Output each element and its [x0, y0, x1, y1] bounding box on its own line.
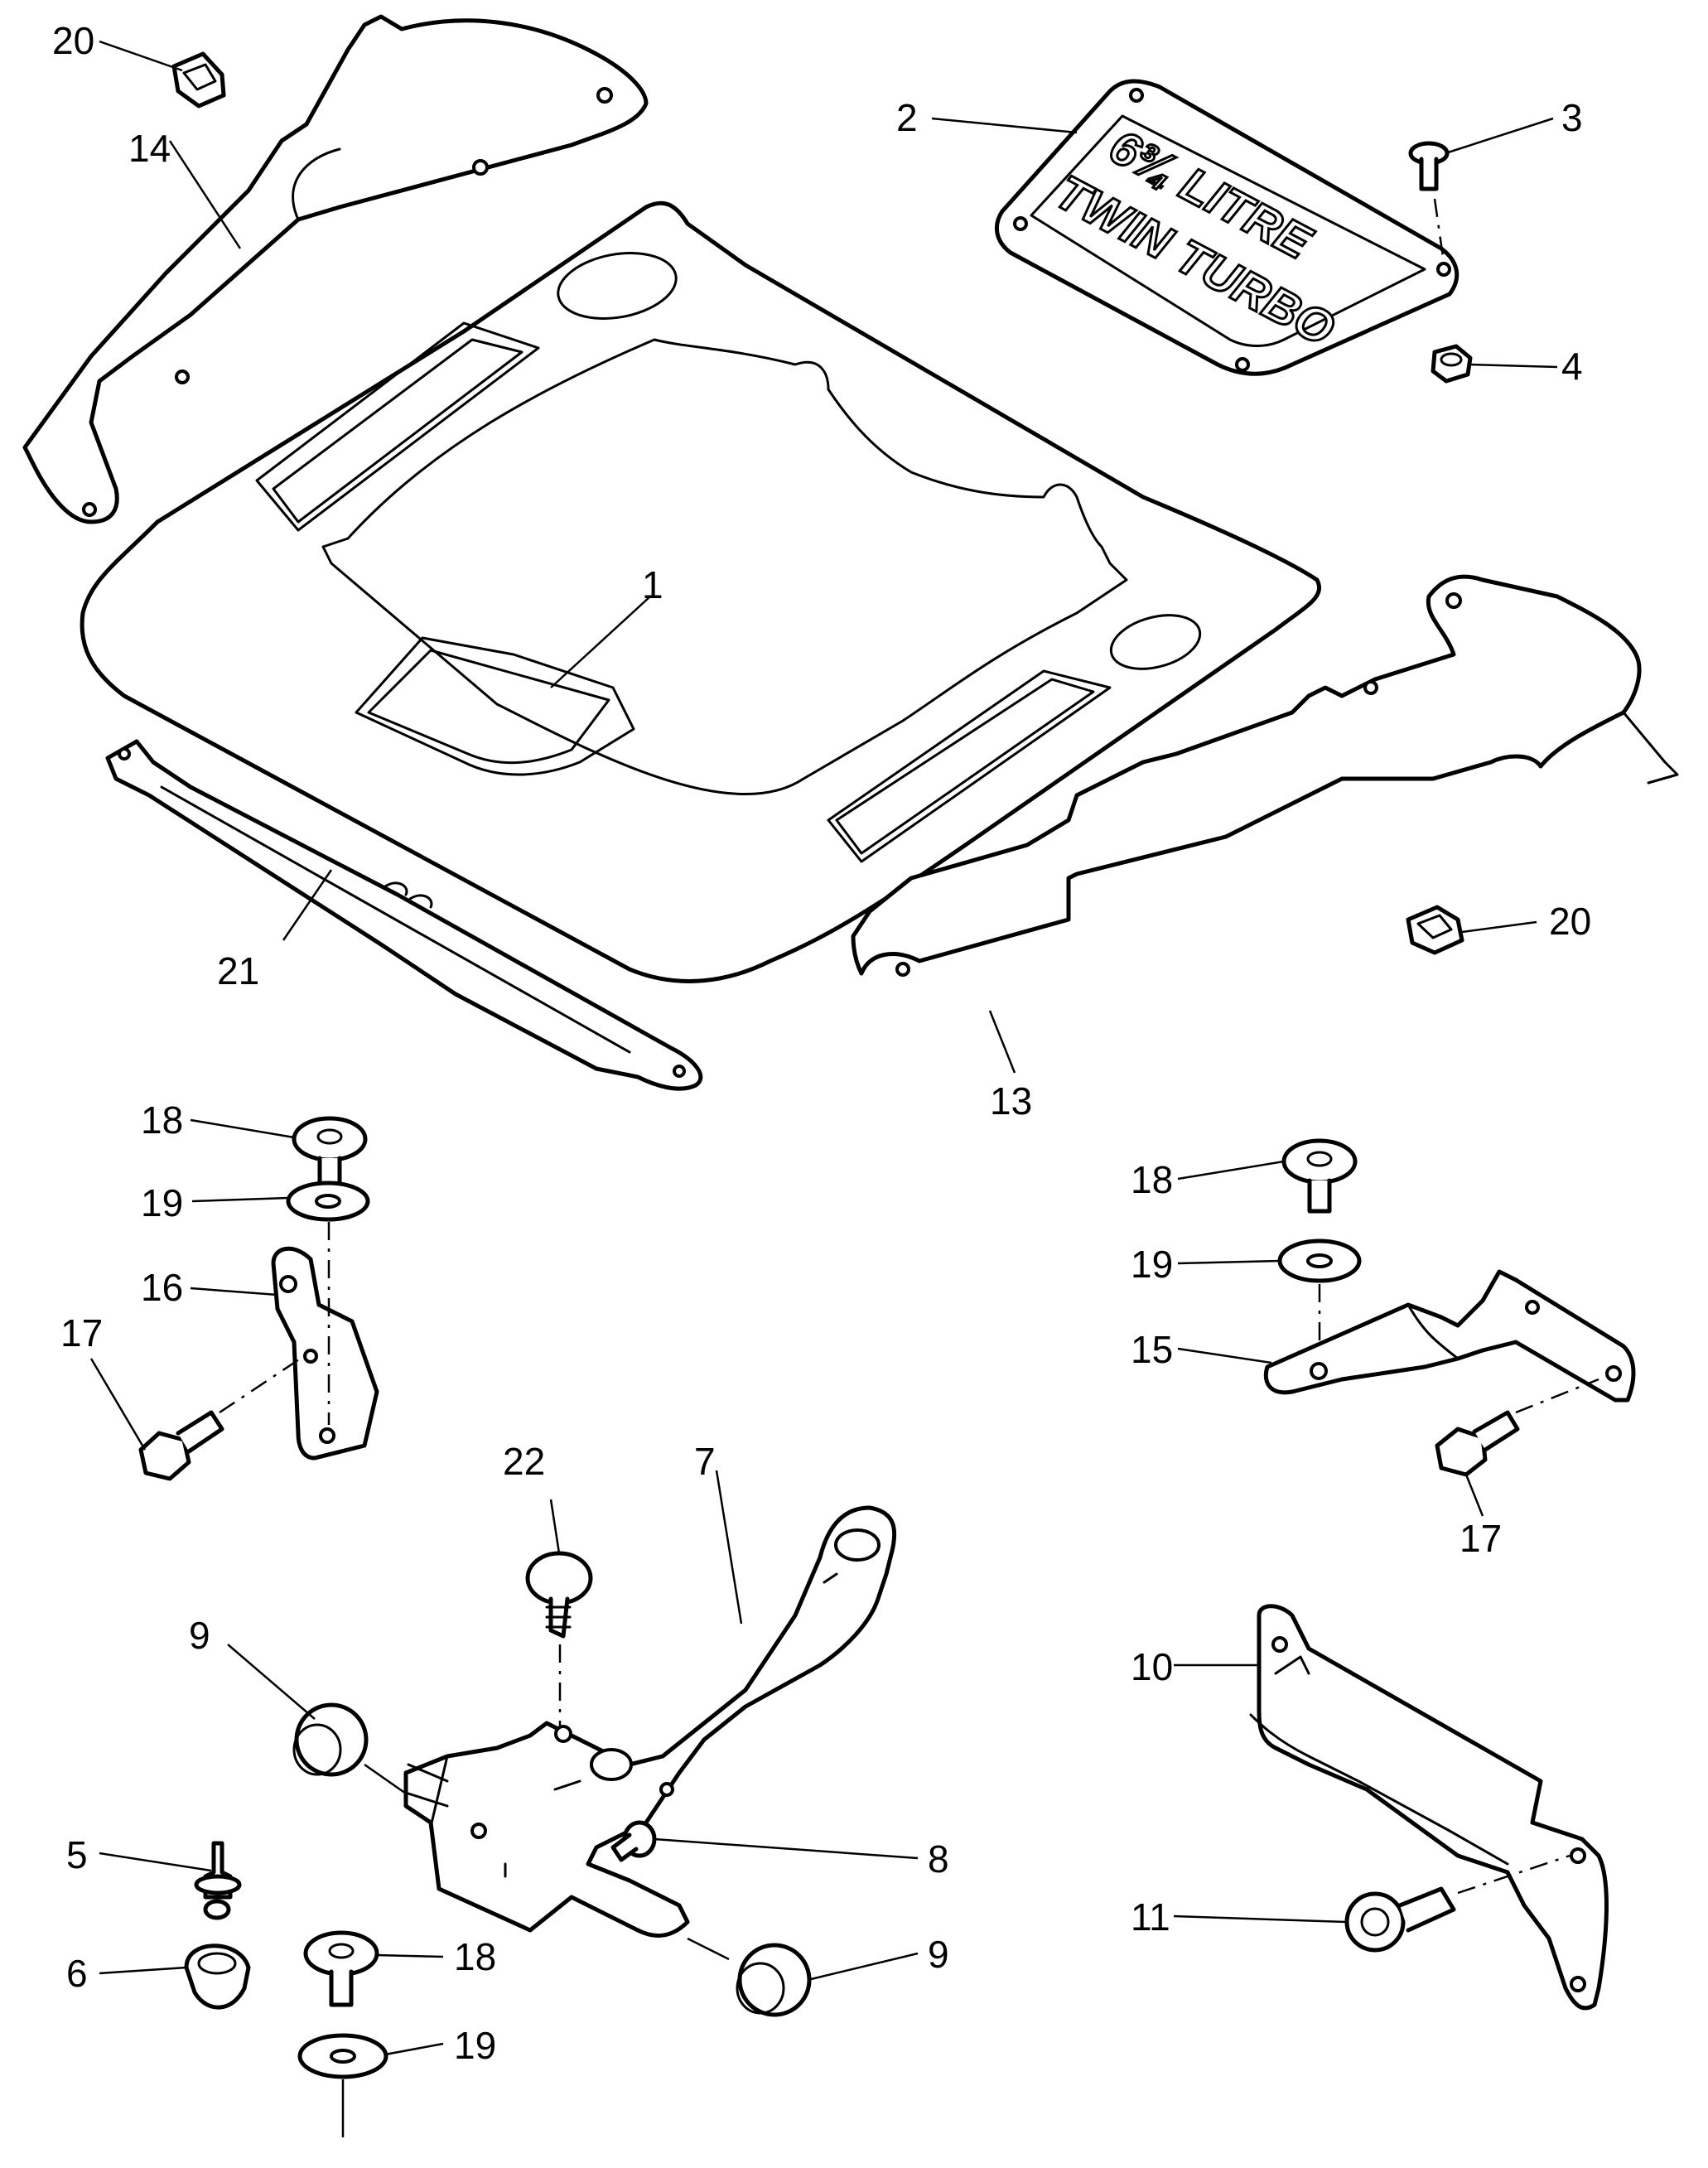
assembly-line-9-upper	[364, 1763, 407, 1795]
part-8-stud	[610, 1820, 657, 1862]
callout-17-left: 17	[60, 1311, 103, 1354]
callout-2: 2	[896, 96, 918, 139]
part-18-bolt-right	[1281, 1138, 1358, 1214]
callout-11: 11	[1131, 1895, 1170, 1939]
callout-19-lower: 19	[454, 2024, 496, 2067]
callout-20-lower: 20	[1549, 900, 1591, 943]
callout-22: 22	[503, 1440, 545, 1483]
callout-10: 10	[1131, 1645, 1173, 1688]
callout-17-right: 17	[1460, 1517, 1502, 1560]
callout-5: 5	[66, 1833, 88, 1876]
part-14-left-shield	[22, 14, 649, 524]
callout-1: 1	[642, 563, 663, 606]
part-20-clip-lower	[1406, 905, 1464, 955]
callout-21: 21	[217, 949, 259, 992]
part-16-bracket	[271, 1246, 379, 1461]
axis-line-3	[1433, 198, 1445, 258]
part-19-washer-left	[286, 1181, 370, 1222]
callout-6: 6	[66, 1952, 88, 1995]
callout-labels: 20 14 2 3 4 1 21 13 20 18 19 16 17 18 19…	[52, 19, 1591, 2067]
axis-line-17-left	[219, 1353, 307, 1414]
callout-9-lower: 9	[928, 1933, 949, 1976]
callout-18-right: 18	[1131, 1158, 1173, 1201]
part-3-screw	[1408, 141, 1450, 191]
callout-14: 14	[128, 127, 171, 170]
callout-20-upper: 20	[52, 19, 94, 62]
callout-18-left: 18	[141, 1098, 183, 1142]
part-11-bolt	[1344, 1886, 1456, 1953]
part-2-badge-plate: 6¾ LITRE TWIN TURBO	[994, 79, 1460, 376]
part-19-washer-lower	[297, 2033, 388, 2079]
part-17-bolt-left	[138, 1410, 224, 1481]
callout-7: 7	[694, 1440, 716, 1483]
assembly-line-9-lower	[687, 1937, 730, 1961]
part-5-stud	[194, 1841, 242, 1920]
part-22-push-rivet	[525, 1551, 593, 1639]
callout-19-left: 19	[141, 1181, 183, 1224]
part-18-bolt-lower	[303, 1930, 379, 2007]
part-13-right-shield	[851, 574, 1679, 977]
part-9-grommet-upper	[292, 1702, 369, 1777]
callout-9-upper: 9	[189, 1614, 210, 1657]
callout-16: 16	[141, 1266, 183, 1309]
part-21-support-strip	[105, 739, 703, 1091]
part-17-bolt-right	[1435, 1410, 1520, 1477]
part-6-grommet	[184, 1943, 251, 2010]
callout-15: 15	[1131, 1328, 1173, 1371]
part-9-grommet-lower	[736, 1943, 812, 2017]
callout-4: 4	[1561, 345, 1583, 388]
part-1-engine-cover	[80, 200, 1321, 983]
part-15-bracket	[1263, 1269, 1636, 1403]
callout-13: 13	[990, 1079, 1032, 1123]
part-19-washer-right	[1277, 1239, 1362, 1283]
part-4-nut	[1431, 344, 1473, 384]
axis-line-17-right	[1515, 1378, 1599, 1414]
leader-lines	[89, 40, 1558, 2056]
part-10-bracket	[1249, 1604, 1609, 2011]
callout-19-right: 19	[1131, 1243, 1173, 1286]
callout-8: 8	[928, 1837, 949, 1881]
callout-18-lower: 18	[454, 1935, 496, 1978]
part-7-bracket	[403, 1505, 897, 1939]
callout-3: 3	[1561, 96, 1583, 139]
part-20-clip-upper	[171, 51, 226, 109]
